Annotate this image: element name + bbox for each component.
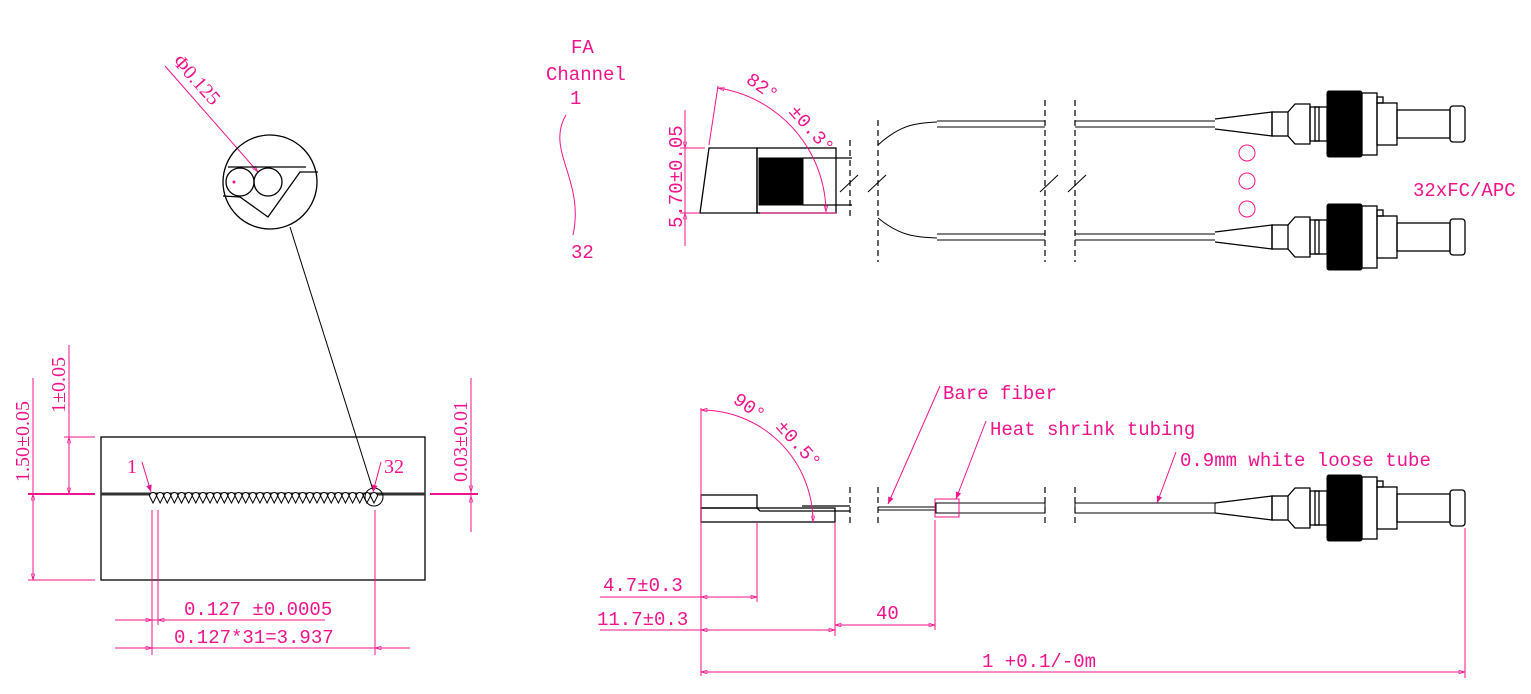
- v-groove-chip: [100, 436, 426, 581]
- fiber-28: [341, 492, 350, 505]
- channel-note: FA Channel 1 32: [546, 37, 626, 264]
- heat-shrink-label: Heat shrink tubing: [990, 419, 1195, 441]
- fiber-10: [213, 492, 222, 505]
- fiber-23: [305, 492, 314, 505]
- fiber-25: [320, 492, 329, 505]
- fiber-18: [270, 492, 279, 505]
- fiber-8: [198, 492, 207, 505]
- height-dim: 1.50±0.05: [12, 401, 34, 482]
- fiber-3: [163, 492, 172, 505]
- fiber-32: [369, 492, 379, 505]
- fiber-7: [191, 492, 200, 505]
- fiber-26: [327, 492, 336, 505]
- thickness-dim: 5.70±0.05: [666, 125, 688, 228]
- fiber-4: [170, 492, 179, 505]
- fiber-22: [298, 492, 307, 505]
- fiber-29: [348, 492, 357, 505]
- fiber-9: [206, 492, 215, 505]
- fiber-5: [177, 492, 186, 505]
- dim-4-7: 4.7±0.3: [603, 575, 683, 597]
- offset-dim: 0.03±0.01: [450, 401, 472, 482]
- fiber-27: [334, 492, 343, 505]
- fiber-6: [184, 492, 193, 505]
- top-angle: 82°: [742, 69, 783, 107]
- fiber-13: [234, 492, 243, 505]
- top-angle-tol: ±0.3°: [784, 101, 839, 158]
- top-view: 32xFC/APC 82° ±0.3° 5.70±0.05: [666, 69, 1516, 271]
- connector-label: 32xFC/APC: [1413, 180, 1516, 202]
- fiber-17: [263, 492, 272, 505]
- fiber-31: [362, 492, 371, 505]
- cross-section-view: Φ0.125 1 32 1.50±0.05 1±0.05 0.03±0.01: [12, 51, 478, 655]
- dim-40: 40: [876, 603, 899, 625]
- fiber-12: [227, 492, 236, 505]
- fiber-21: [291, 492, 300, 505]
- fiber-first-label: 1: [127, 456, 137, 478]
- groove-depth-dim: 1±0.05: [48, 357, 70, 413]
- fiber-19: [277, 492, 286, 505]
- fiber-last-label: 32: [384, 456, 404, 478]
- fiber-diameter-label: Φ0.125: [168, 51, 224, 110]
- fiber-11: [220, 492, 229, 505]
- fiber-14: [241, 492, 250, 505]
- heat-shrink-marker: [934, 498, 960, 518]
- channel-label: Channel: [546, 64, 626, 86]
- fiber-24: [312, 492, 321, 505]
- fiber-15: [248, 492, 257, 505]
- side-view: 90° ±0.5° Bare fiber Heat shrink tubing …: [597, 383, 1467, 678]
- total-pitch-dim: 0.127*31=3.937: [174, 627, 334, 649]
- fc-apc-connector-32: [1214, 203, 1466, 271]
- fiber-30: [355, 492, 364, 505]
- fiber-1: [148, 492, 158, 505]
- detail-circle: [222, 134, 318, 230]
- pitch-dim: 0.127 ±0.0005: [184, 599, 332, 621]
- dim-11-7: 11.7±0.3: [597, 609, 688, 631]
- dim-length: 1 +0.1/-0m: [982, 651, 1096, 673]
- fiber-row: [148, 492, 379, 505]
- fiber-20: [284, 492, 293, 505]
- fiber-16: [255, 492, 264, 505]
- fiber-2: [156, 492, 165, 505]
- side-angle: 90°: [729, 389, 770, 427]
- channel-start: 1: [570, 88, 581, 110]
- fa-label: FA: [571, 37, 594, 59]
- loose-tube-label: 0.9mm white loose tube: [1180, 450, 1431, 472]
- fc-apc-connector-side: [1214, 474, 1466, 542]
- channel-end: 32: [571, 242, 594, 264]
- bare-fiber-label: Bare fiber: [943, 383, 1057, 405]
